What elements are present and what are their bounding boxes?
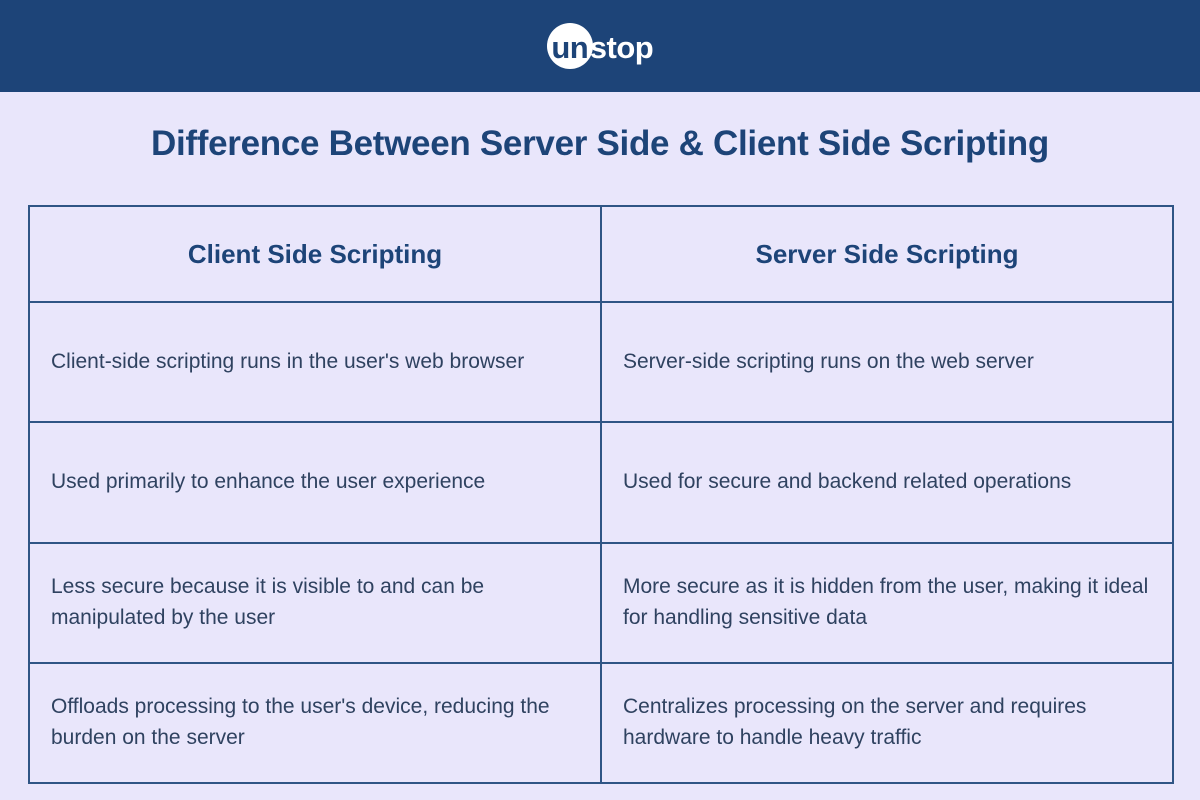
comparison-table: Client Side Scripting Server Side Script…	[28, 205, 1174, 785]
brand-header-bar: un stop	[0, 0, 1200, 92]
cell-server-1: Server-side scripting runs on the web se…	[600, 300, 1174, 424]
cell-server-2: Used for secure and backend related oper…	[600, 421, 1174, 544]
table-row: Used primarily to enhance the user exper…	[28, 421, 1174, 544]
logo-text-un: un	[551, 29, 589, 65]
table-header: Client Side Scripting Server Side Script…	[28, 205, 1174, 303]
column-header-client-side: Client Side Scripting	[28, 205, 602, 303]
unstop-logo[interactable]: un stop	[546, 20, 654, 72]
table-header-row: Client Side Scripting Server Side Script…	[28, 205, 1174, 303]
cell-server-4: Centralizes processing on the server and…	[600, 661, 1174, 785]
table-row: Less secure because it is visible to and…	[28, 541, 1174, 664]
page-title: Difference Between Server Side & Client …	[151, 124, 1049, 163]
column-header-server-side: Server Side Scripting	[600, 205, 1174, 303]
table-row: Client-side scripting runs in the user's…	[28, 300, 1174, 424]
logo-text-stop: stop	[589, 29, 654, 65]
comparison-table-wrapper: Client Side Scripting Server Side Script…	[28, 205, 1174, 785]
table-body: Client-side scripting runs in the user's…	[28, 300, 1174, 785]
table-row: Offloads processing to the user's device…	[28, 661, 1174, 785]
cell-client-1: Client-side scripting runs in the user's…	[28, 300, 602, 424]
logo-circle-icon: un	[546, 23, 593, 69]
cell-client-3: Less secure because it is visible to and…	[28, 541, 602, 664]
cell-client-4: Offloads processing to the user's device…	[28, 661, 602, 785]
cell-server-3: More secure as it is hidden from the use…	[600, 541, 1174, 664]
cell-client-2: Used primarily to enhance the user exper…	[28, 421, 602, 544]
